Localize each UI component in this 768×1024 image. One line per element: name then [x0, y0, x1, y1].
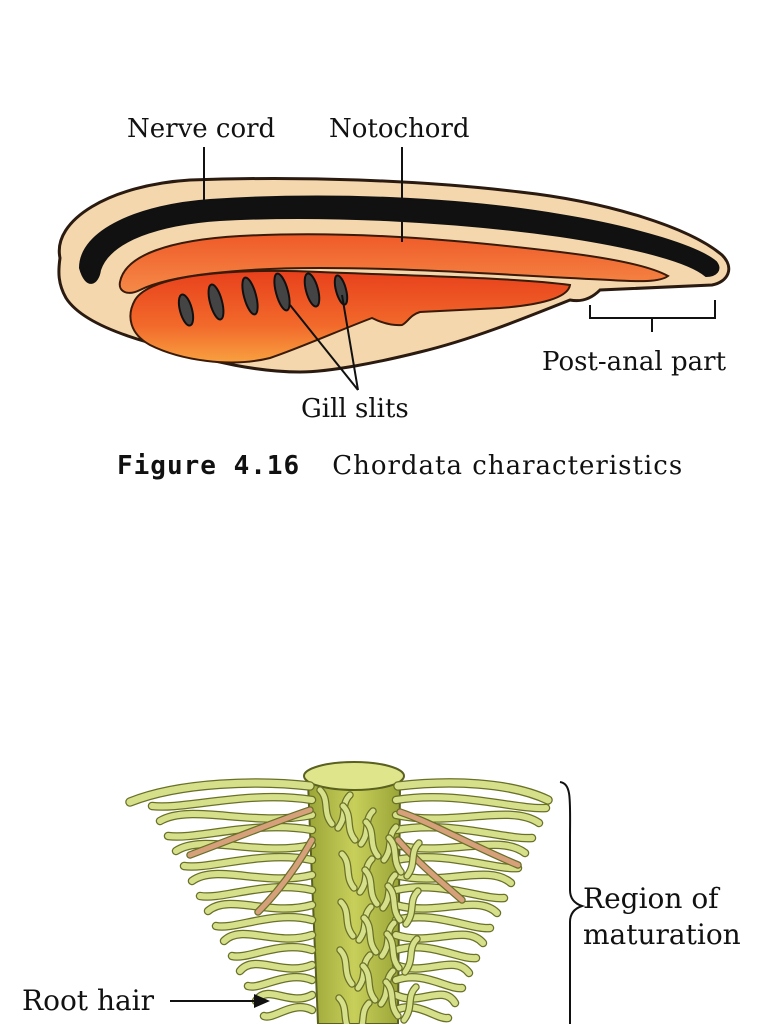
gill-slit	[333, 274, 349, 306]
leader-lines	[203, 147, 716, 391]
post-anal-bracket	[589, 300, 716, 332]
root-hair	[126, 779, 314, 806]
root-hair	[393, 931, 486, 946]
figure-number: Figure 4.16	[117, 451, 301, 481]
root-hair	[393, 944, 479, 962]
root-hair	[393, 884, 507, 902]
root-hair	[385, 883, 403, 923]
root-hair	[149, 794, 315, 810]
root-hair	[393, 871, 514, 886]
root-hair	[403, 888, 421, 927]
root-hair	[362, 867, 380, 907]
root-hair	[383, 979, 401, 1019]
root-hair-arrow	[170, 994, 270, 1008]
root-hair	[393, 1004, 451, 1022]
root-hair	[393, 974, 465, 992]
root-hair	[189, 871, 315, 884]
root-hair	[245, 974, 315, 990]
gill-slit	[177, 293, 195, 327]
gill-slit	[207, 283, 225, 321]
root-hair	[395, 837, 465, 903]
root-hair	[197, 884, 315, 900]
root-hair	[363, 819, 381, 859]
root-hair	[359, 1000, 372, 1024]
root-hair	[394, 779, 552, 804]
gill-slit	[273, 272, 291, 312]
root-hair	[339, 851, 357, 891]
root-hair	[261, 1004, 315, 1020]
root-hair	[393, 794, 549, 812]
root-hair	[402, 936, 420, 975]
root-hair	[205, 901, 315, 914]
root-hair	[317, 787, 335, 827]
gill-slit	[303, 272, 321, 308]
figure-caption: Figure 4.16 Chordata characteristics	[117, 451, 683, 481]
root-hair	[221, 931, 315, 944]
region-of-maturation-line1: Region of	[583, 882, 719, 915]
root-hair	[229, 944, 315, 960]
root-hair-label: Root hair	[22, 984, 155, 1017]
root-diagram	[125, 761, 586, 1024]
root-hair	[384, 931, 402, 971]
root-hairs	[125, 778, 553, 1024]
root-hair	[237, 961, 315, 974]
notochord-label: Notochord	[329, 114, 470, 144]
root-hair	[386, 835, 404, 875]
region-of-maturation-line2: maturation	[583, 918, 741, 951]
nerve-cord-label: Nerve cord	[127, 114, 276, 144]
root-hair	[336, 995, 350, 1024]
root-hair	[393, 991, 458, 1006]
root-cut-surface	[303, 761, 405, 791]
root-hair	[181, 854, 315, 870]
root-hair	[340, 803, 358, 843]
root-hair	[187, 807, 313, 858]
root-hair	[393, 824, 535, 842]
root-hair	[404, 840, 422, 879]
root-hair	[255, 837, 315, 915]
figure-title: Chordata characteristics	[332, 451, 684, 481]
gut	[129, 269, 572, 364]
chordata-diagram	[57, 147, 731, 391]
gill-slits-label: Gill slits	[301, 394, 409, 424]
gill-slits-leader-1	[289, 304, 359, 391]
root-hair	[165, 824, 315, 840]
gill-slits-leader-2	[341, 294, 359, 391]
root-hair	[173, 841, 315, 854]
root-hair	[361, 915, 379, 955]
gill-slits	[177, 272, 349, 327]
root-hair	[338, 899, 356, 939]
root-hair	[397, 809, 521, 868]
root-hair	[213, 914, 315, 930]
post-anal-part-label: Post-anal part	[542, 347, 727, 377]
nerve-cord	[78, 195, 720, 284]
root-hair	[337, 947, 355, 987]
gill-slit	[241, 276, 259, 316]
root-hair	[360, 963, 378, 1003]
root-hair	[401, 984, 419, 1023]
maturation-brace	[559, 781, 586, 1024]
